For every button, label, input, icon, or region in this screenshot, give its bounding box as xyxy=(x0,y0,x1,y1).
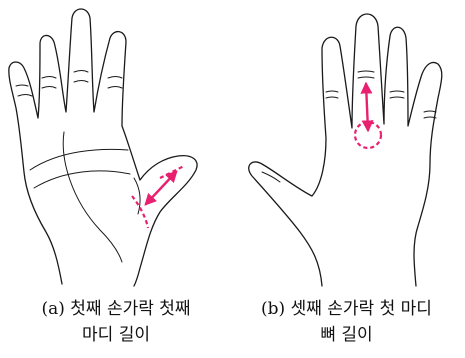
caption-b-line2: 뼈 길이 xyxy=(228,322,465,348)
caption-b-line1: (b) 셋째 손가락 첫 마디 xyxy=(228,296,465,322)
right-hand-back-illustration xyxy=(249,14,442,286)
caption-a: (a) 첫째 손가락 첫째 마디 길이 xyxy=(0,296,232,348)
left-hand-palm-illustration xyxy=(9,9,197,286)
caption-a-line2: 마디 길이 xyxy=(0,322,232,348)
hand-figure xyxy=(0,0,465,290)
caption-b: (b) 셋째 손가락 첫 마디 뼈 길이 xyxy=(228,296,465,348)
caption-a-line1: (a) 첫째 손가락 첫째 xyxy=(0,296,232,322)
